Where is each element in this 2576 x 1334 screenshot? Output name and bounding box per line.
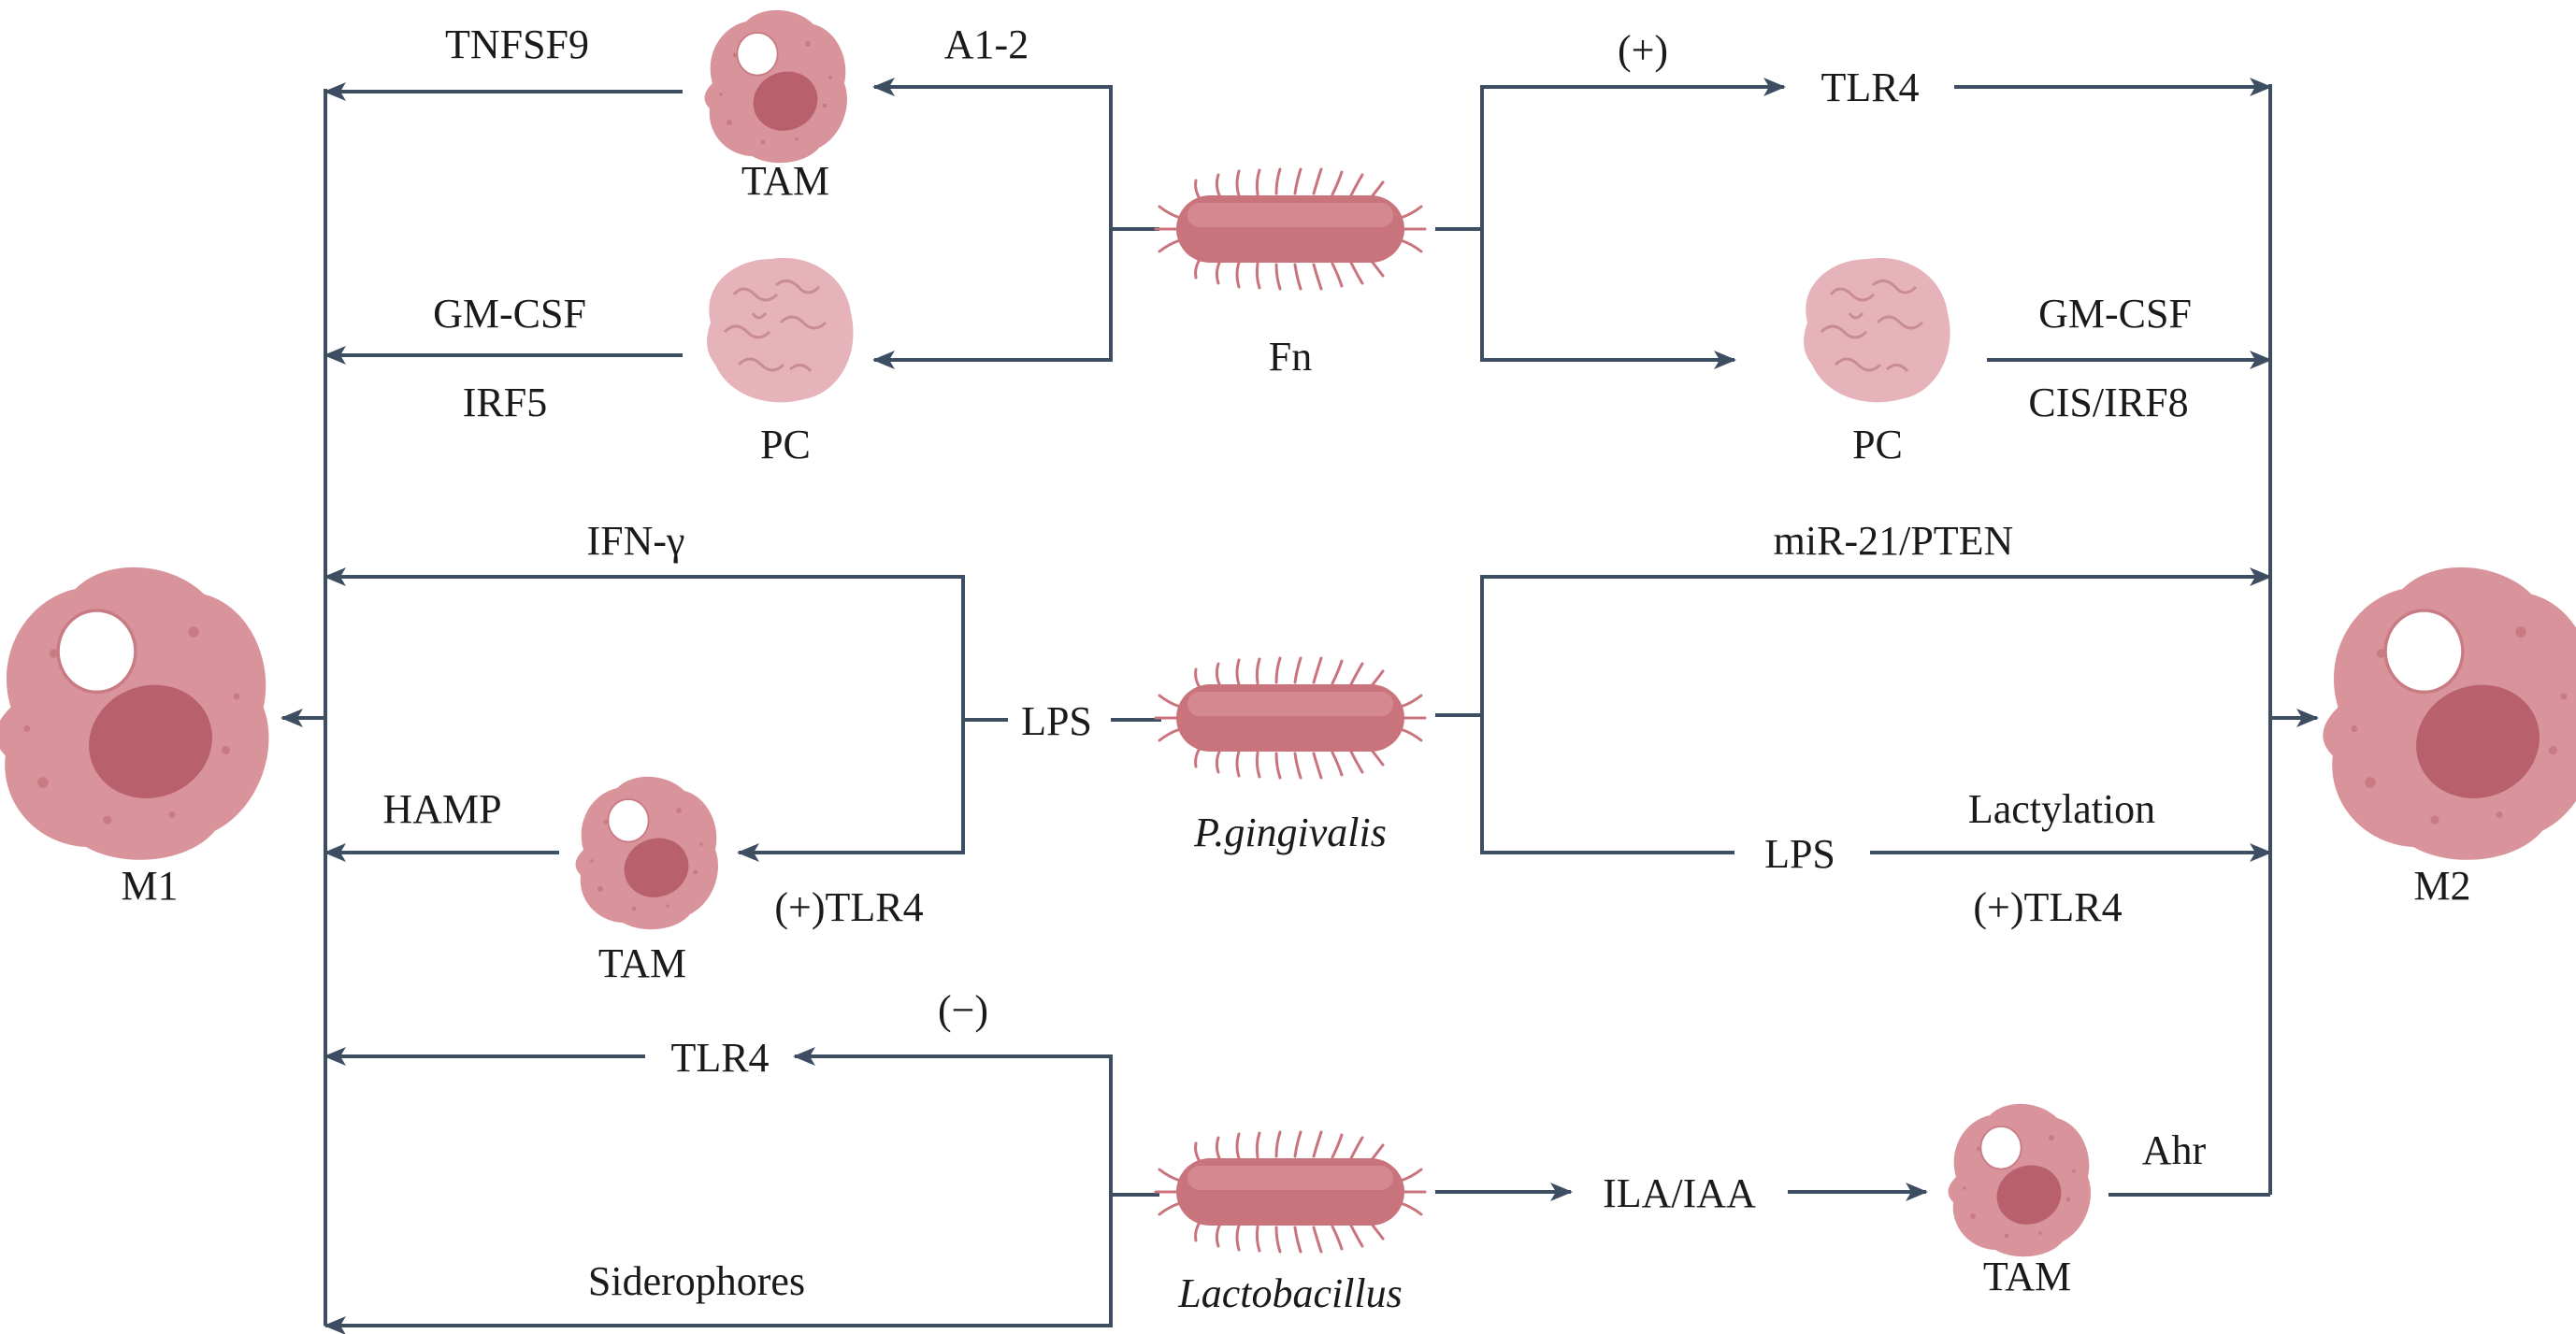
tnfsf9-label: TNFSF9: [445, 22, 589, 67]
tam-top-label: TAM: [741, 158, 829, 204]
fn-to-tam-arrow: [872, 78, 1159, 231]
pg-label: P.gingivalis: [1193, 810, 1387, 855]
m1-label: M1: [121, 863, 178, 909]
plus-tlr4-right-label: (+)TLR4: [1973, 884, 2122, 930]
tam-bottom-label: TAM: [1983, 1254, 2071, 1299]
tam-top-icon: [703, 9, 848, 165]
gmcsf-left-label: GM-CSF: [433, 291, 586, 337]
lacto-tlr4-arrow: [793, 1047, 1159, 1197]
irf5-label: IRF5: [463, 380, 547, 425]
fn-label: Fn: [1269, 334, 1312, 380]
fn-tlr4-arrow: [1435, 78, 1786, 231]
fn-to-pc-arrow: [872, 229, 1113, 369]
ahr-label: Ahr: [2142, 1127, 2207, 1173]
tlr4-top-label: TLR4: [1820, 65, 1919, 110]
tlr4-bottom-label: TLR4: [670, 1035, 769, 1081]
lps-right-label: LPS: [1764, 831, 1835, 877]
plus-tlr4-left-label: (+)TLR4: [774, 884, 923, 930]
ifn-gamma-label: IFN-γ: [587, 518, 685, 564]
connector-lines: [281, 78, 2319, 1334]
pc-right-label: PC: [1852, 422, 1903, 467]
hamp-label: HAMP: [382, 786, 501, 832]
plasma-cell-left-icon: [705, 256, 856, 404]
m1-macrophage-icon: [0, 566, 271, 862]
pc-left-label: PC: [760, 422, 811, 467]
pg-bacterium-icon: [1154, 656, 1427, 780]
tam-bottom-icon: [1947, 1103, 2092, 1258]
fn-bacterium-icon: [1154, 167, 1427, 291]
fn-to-pc-right-arrow: [1480, 229, 1736, 369]
plus-top-label: (+): [1618, 27, 1668, 73]
mir21-pten-label: miR-21/PTEN: [1774, 518, 2014, 564]
lactylation-label: Lactylation: [1968, 786, 2155, 832]
mir21-arrow: [1435, 567, 2272, 717]
tam-mid-label: TAM: [598, 940, 686, 986]
cell-icons: [0, 9, 2576, 1258]
pathway-labels: TNFSF9 A1-2 (+) TLR4 GM-CSF IRF5 GM-CSF …: [382, 22, 2206, 1304]
gmcsf-right-label: GM-CSF: [2038, 291, 2192, 337]
tlr4-to-tam-arrow: [737, 720, 965, 862]
siderophores-label: Siderophores: [588, 1258, 805, 1304]
pg-to-lps-right-line: [1480, 715, 1734, 854]
siderophores-arrow: [324, 1195, 1113, 1334]
lacto-bacterium-icon: [1154, 1130, 1427, 1254]
a1-2-label: A1-2: [944, 22, 1029, 67]
lacto-label: Lactobacillus: [1177, 1270, 1403, 1316]
node-labels: M1 M2 Fn P.gingivalis Lactobacillus TAM …: [121, 158, 2470, 1316]
tam-mid-icon: [574, 776, 719, 931]
plasma-cell-right-icon: [1802, 256, 1952, 404]
minus-label: (−): [938, 987, 988, 1033]
m2-label: M2: [2413, 863, 2470, 909]
lps-left-label: LPS: [1021, 698, 1092, 744]
m2-macrophage-icon: [2321, 566, 2576, 862]
ifn-gamma-arrow: [324, 567, 1008, 722]
ila-iaa-label: ILA/IAA: [1603, 1170, 1756, 1216]
cis-irf8-label: CIS/IRF8: [2028, 380, 2188, 425]
